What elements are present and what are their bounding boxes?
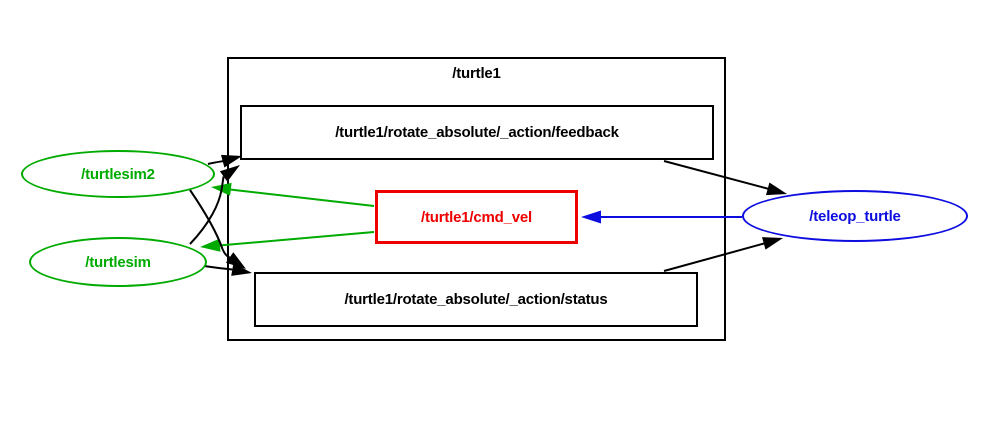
arrowhead-cmdvel bbox=[581, 210, 601, 224]
topic-label-feedback: /turtle1/rotate_absolute/_action/feedbac… bbox=[335, 124, 619, 141]
node-label-turtlesim2: /turtlesim2 bbox=[81, 165, 155, 183]
topic-box-cmd-vel: /turtle1/cmd_vel bbox=[375, 190, 578, 244]
edge-feedback-to-teleop bbox=[663, 160, 787, 196]
edge-turtlesim-to-status bbox=[203, 263, 252, 276]
arrowhead-status-b bbox=[231, 263, 252, 276]
topic-box-status: /turtle1/rotate_absolute/_action/status bbox=[254, 272, 698, 327]
edge-status-to-teleop bbox=[663, 237, 783, 272]
edge-turtlesim2-to-feedback bbox=[207, 154, 242, 168]
topic-label-cmd-vel: /turtle1/cmd_vel bbox=[420, 208, 532, 226]
edge-cmdvel-to-turtlesim2 bbox=[211, 182, 375, 207]
edge-teleop-to-cmdvel bbox=[581, 210, 742, 224]
namespace-group-label: /turtle1 bbox=[452, 65, 501, 82]
arrowhead-teleop-upper bbox=[766, 182, 787, 196]
namespace-group-turtle1 bbox=[227, 57, 726, 341]
node-ellipse-teleop-turtle: /teleop_turtle bbox=[742, 190, 968, 242]
arrowhead-feedback-b bbox=[219, 165, 240, 182]
arrowhead-status-a bbox=[225, 252, 246, 269]
edge-cmdvel-to-turtlesim bbox=[200, 231, 375, 252]
node-label-teleop-turtle: /teleop_turtle bbox=[809, 207, 901, 225]
edge-turtlesim2-to-status bbox=[189, 189, 246, 269]
arrowhead-turtlesim bbox=[200, 238, 221, 252]
arrowhead-feedback-a bbox=[221, 154, 242, 168]
node-ellipse-turtlesim: /turtlesim bbox=[29, 237, 207, 287]
node-label-turtlesim: /turtlesim bbox=[85, 253, 151, 271]
edge-turtlesim-to-feedback bbox=[189, 165, 240, 245]
node-ellipse-turtlesim2: /turtlesim2 bbox=[21, 150, 215, 198]
topic-label-status: /turtle1/rotate_absolute/_action/status bbox=[344, 291, 608, 308]
topic-box-feedback: /turtle1/rotate_absolute/_action/feedbac… bbox=[240, 105, 714, 160]
arrowhead-teleop-lower bbox=[762, 237, 783, 250]
